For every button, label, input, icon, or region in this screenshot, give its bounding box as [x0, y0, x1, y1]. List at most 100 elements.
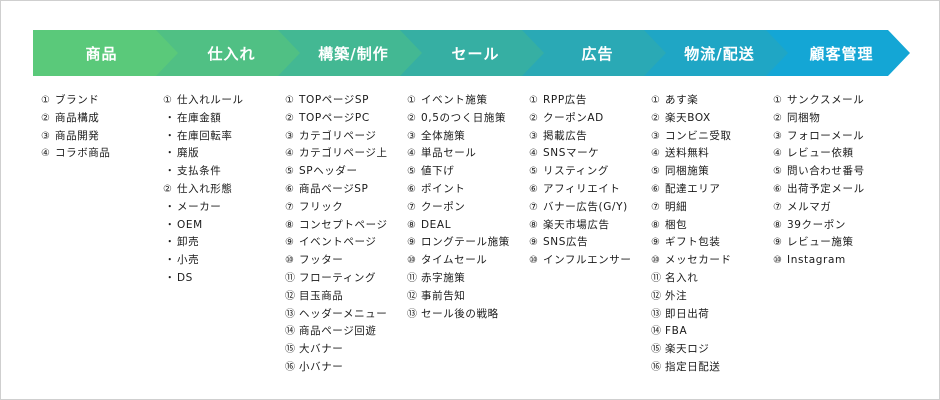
item-number: ⑪	[651, 272, 662, 284]
item-text: 商品ページSP	[299, 182, 369, 195]
stage-list-item: ⑥ ポイント	[407, 181, 510, 199]
item-text: 赤字施策	[421, 271, 466, 284]
item-text: 廃版	[177, 147, 200, 160]
item-number: ②	[163, 183, 173, 195]
item-text: 外注	[665, 289, 688, 302]
item-number: ⑫	[285, 290, 296, 302]
item-number: ⑧	[529, 219, 539, 231]
item-number: ⑧	[773, 219, 783, 231]
item-text: SNS広告	[543, 236, 589, 249]
item-text: FBA	[665, 325, 688, 338]
item-text: DEAL	[421, 218, 452, 231]
item-number: ④	[651, 148, 661, 160]
item-number: ⑤	[285, 166, 295, 178]
item-number: ③	[407, 130, 417, 142]
item-number: ⑦	[529, 201, 539, 213]
item-number: ①	[163, 95, 173, 106]
item-number: ⑭	[651, 326, 662, 338]
item-text: ギフト包装	[665, 236, 721, 249]
item-text: 問い合わせ番号	[787, 165, 865, 178]
item-text: ポイント	[421, 182, 466, 195]
item-text: 小バナー	[299, 360, 344, 373]
item-number: ②	[529, 112, 539, 124]
item-text: SNSマーケ	[543, 147, 600, 160]
item-number: ⑬	[651, 308, 662, 320]
item-text: Instagram	[787, 254, 846, 267]
item-text: 大バナー	[299, 343, 344, 356]
item-text: 楽天ロジ	[665, 343, 710, 356]
item-text: 値下げ	[421, 165, 455, 178]
item-text: 楽天市場広告	[543, 218, 610, 231]
stage-chevron: 顧客管理	[765, 30, 910, 76]
item-number: ⑫	[651, 290, 662, 302]
item-number: ⑥	[407, 183, 417, 195]
item-number: ①	[41, 95, 51, 106]
item-text: サンクスメール	[787, 94, 865, 106]
item-text: メッセカード	[665, 254, 732, 267]
item-number: ⑧	[651, 219, 661, 231]
item-text: コンセプトページ	[299, 218, 388, 231]
item-text: 商品ページ回遊	[299, 325, 377, 338]
item-text: 仕入れルール	[177, 94, 244, 106]
item-number: ⑯	[651, 361, 662, 373]
item-number: ⑦	[651, 201, 661, 213]
stage-title: セール	[451, 44, 500, 63]
item-text: リスティング	[543, 165, 609, 178]
item-text: 梱包	[665, 218, 688, 231]
item-number: ④	[285, 148, 295, 160]
item-text: 在庫金額	[177, 111, 222, 124]
item-number: ③	[41, 130, 51, 142]
item-text: 送料無料	[665, 147, 710, 160]
item-text: 0,5のつく日施策	[421, 111, 507, 124]
bullet-marker: ・	[164, 165, 176, 178]
bullet-marker: ・	[164, 271, 176, 284]
item-text: ブランド	[55, 94, 100, 106]
item-text: アフィリエイト	[543, 182, 621, 195]
item-text: メーカー	[177, 200, 222, 213]
item-number: ⑤	[651, 166, 661, 178]
item-text: インフルエンサー	[543, 254, 632, 267]
stage-list-item: ・DS	[163, 270, 244, 288]
item-number: ②	[773, 112, 783, 124]
item-text: SPヘッダー	[299, 165, 358, 178]
item-number: ⑪	[285, 272, 296, 284]
stage-list-item: ① ブランド	[41, 92, 111, 110]
stage-chevron: 物流/配送	[643, 30, 788, 76]
stage-title: 広告	[581, 44, 614, 63]
item-text: 全体施策	[421, 129, 466, 142]
item-text: 名入れ	[665, 271, 699, 284]
item-number: ④	[773, 148, 783, 160]
bullet-marker: ・	[164, 200, 176, 213]
stage-list-item: ・卸売	[163, 234, 244, 252]
item-number: ①	[773, 95, 783, 106]
item-text: 支払条件	[177, 165, 222, 178]
